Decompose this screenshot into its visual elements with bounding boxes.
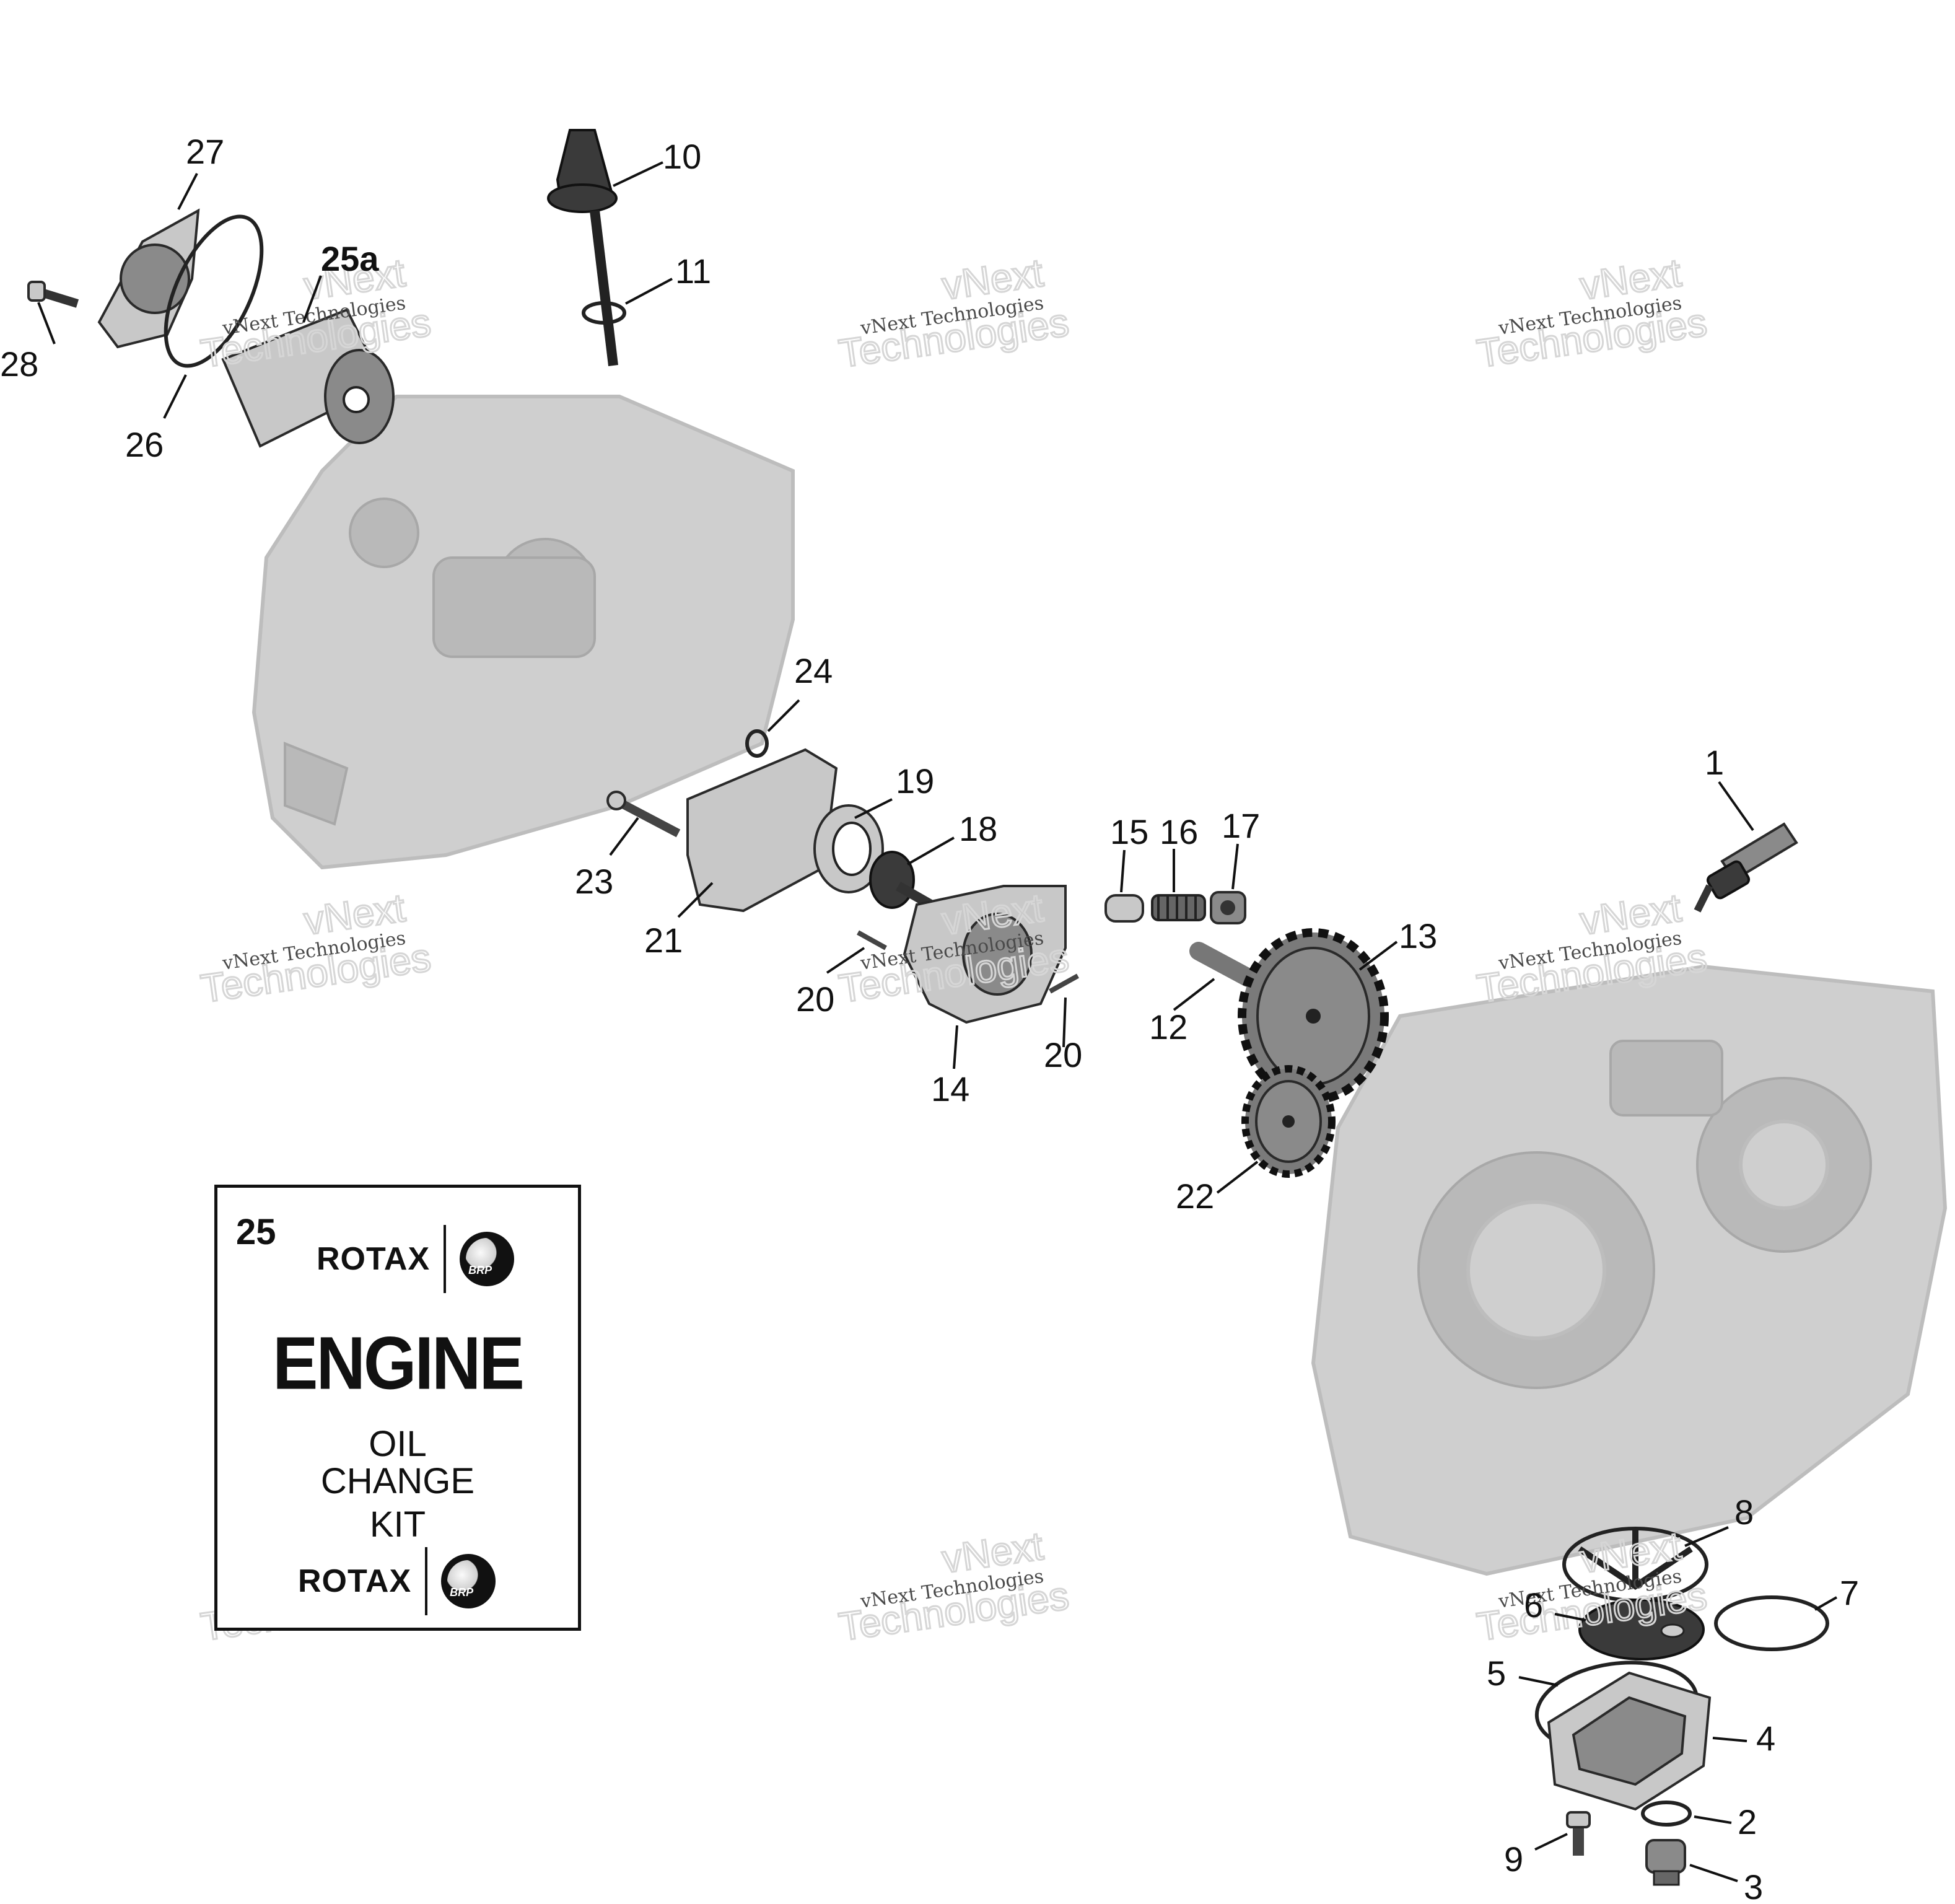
oil-filter-cover xyxy=(97,208,200,349)
callout-7: 7 xyxy=(1840,1573,1859,1612)
kit-line-oil: OIL xyxy=(369,1424,427,1464)
small-gear xyxy=(1241,1065,1336,1178)
callout-8: 8 xyxy=(1734,1493,1754,1532)
logo-divider xyxy=(444,1225,447,1293)
callout-27: 27 xyxy=(186,132,224,171)
callout-20-right: 20 xyxy=(1044,1035,1082,1074)
callout-28: 28 xyxy=(0,344,38,384)
relief-valve-plunger xyxy=(1104,894,1144,923)
oil-pump-cover xyxy=(686,748,838,913)
relief-valve-spring xyxy=(1151,894,1206,921)
dowel-pin-right xyxy=(1049,973,1079,994)
callout-21: 21 xyxy=(644,921,683,960)
callout-11: 11 xyxy=(675,252,711,291)
callout-24: 24 xyxy=(794,651,833,690)
callout-10: 10 xyxy=(663,137,701,176)
oil-pump-housing-bore xyxy=(962,913,1033,996)
cover-screw xyxy=(27,281,79,308)
callout-18: 18 xyxy=(959,809,997,848)
drain-plug xyxy=(1645,1839,1686,1886)
callout-numbers: 27 28 25a 26 10 11 24 19 18 15 16 17 23 … xyxy=(0,132,1859,1904)
brp-logo-icon: BRP xyxy=(460,1232,515,1286)
rotax-logo: ROTAX xyxy=(317,1241,431,1277)
logo-divider xyxy=(425,1547,428,1615)
callout-3: 3 xyxy=(1744,1867,1763,1904)
oil-pressure-sensor xyxy=(1694,822,1798,913)
callout-4: 4 xyxy=(1756,1719,1775,1758)
callout-19: 19 xyxy=(896,761,934,801)
dipstick xyxy=(547,129,618,366)
callout-2: 2 xyxy=(1738,1802,1757,1841)
leader-lines xyxy=(37,161,1837,1882)
callout-1: 1 xyxy=(1705,743,1724,782)
callout-14: 14 xyxy=(931,1069,969,1108)
kit-logo-bottom: ROTAX BRP xyxy=(298,1547,496,1615)
oil-change-kit-box: 25 ROTAX BRP ENGINE OIL CHANGE KIT ROTAX… xyxy=(214,1185,581,1631)
kit-line-kit: KIT xyxy=(369,1504,426,1545)
callout-6: 6 xyxy=(1524,1586,1543,1625)
callout-20-left: 20 xyxy=(796,980,834,1019)
callout-16: 16 xyxy=(1160,812,1198,851)
oil-pump-bolt xyxy=(606,791,681,838)
cover-screw-bottom xyxy=(1566,1811,1591,1856)
oil-strainer-cover xyxy=(1547,1671,1712,1811)
callout-23: 23 xyxy=(575,862,613,901)
drain-plug-washer xyxy=(1641,1801,1692,1827)
dipstick-o-ring xyxy=(582,301,626,325)
callout-26: 26 xyxy=(125,425,164,464)
relief-valve-plug xyxy=(1210,891,1246,924)
strainer-o-ring xyxy=(1714,1595,1829,1651)
callout-13: 13 xyxy=(1399,916,1437,955)
kit-title: ENGINE xyxy=(273,1321,525,1406)
brp-logo-icon: BRP xyxy=(441,1554,496,1608)
strainer-disk xyxy=(1578,1599,1705,1661)
callout-12: 12 xyxy=(1149,1007,1187,1046)
crankcase-half-right-ghost xyxy=(1311,964,1948,1576)
oil-filter xyxy=(221,308,395,448)
gear-shaft xyxy=(1189,942,1257,987)
callout-5: 5 xyxy=(1487,1654,1506,1693)
callout-9: 9 xyxy=(1504,1840,1523,1879)
filter-o-ring xyxy=(164,214,264,368)
callout-25a: 25a xyxy=(321,239,379,278)
outer-rotor xyxy=(813,804,884,893)
crankcase-half-left-ghost xyxy=(251,395,795,870)
kit-line-change: CHANGE xyxy=(320,1461,475,1501)
small-o-ring xyxy=(745,729,769,758)
dowel-pin-left xyxy=(857,930,887,950)
callout-17: 17 xyxy=(1222,806,1260,845)
callout-15: 15 xyxy=(1110,812,1148,851)
kit-logo-top: ROTAX BRP xyxy=(317,1225,515,1293)
kit-callout-number: 25 xyxy=(236,1212,276,1252)
callout-22: 22 xyxy=(1176,1177,1214,1216)
rotax-logo: ROTAX xyxy=(298,1563,412,1599)
